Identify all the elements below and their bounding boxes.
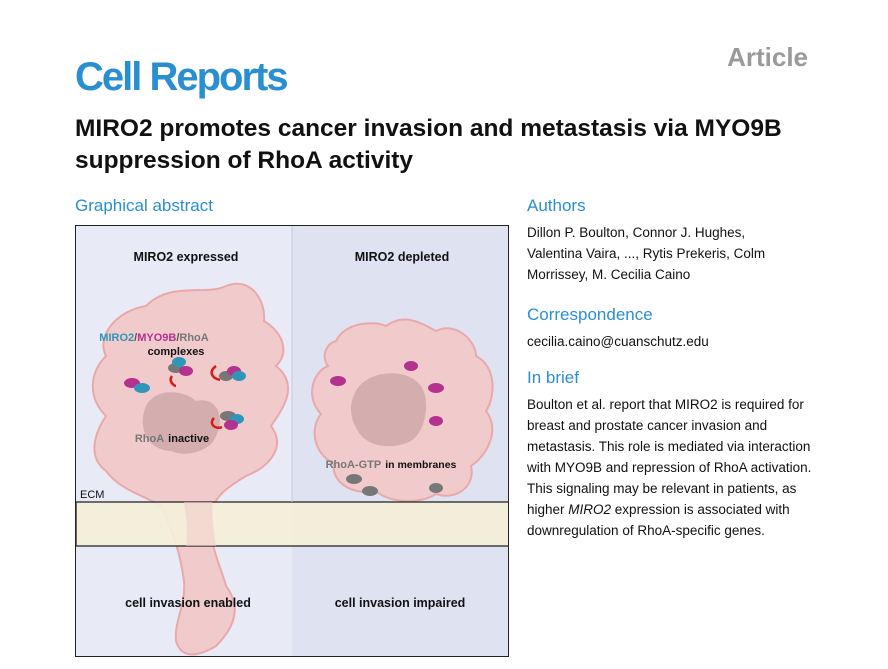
complex-label-rhoa: RhoA (179, 332, 208, 344)
myo9b-marker (429, 416, 443, 426)
graphical-abstract-heading: Graphical abstract (75, 196, 213, 215)
authors-section: Authors Dillon P. Boulton, Connor J. Hug… (527, 196, 857, 285)
complex-1 (124, 378, 150, 393)
inhibition-arrow-2 (210, 365, 221, 382)
myo9b-marker (404, 361, 418, 371)
correspondence-heading: Correspondence (527, 305, 653, 324)
complex-label-myo9b: MYO9B (137, 332, 176, 344)
complex-label-separator: / (176, 332, 179, 344)
in-brief-gene-name: MIRO2 (568, 502, 612, 517)
rhoa-gtp-prefix: RhoA-GTP (326, 459, 382, 471)
rhoa-gtp-marker (362, 486, 378, 496)
rhoa-gtp-marker (346, 474, 362, 484)
rhoa-label-state: inactive (168, 433, 209, 445)
correspondence-section: Correspondence cecilia.caino@cuanschutz.… (527, 305, 857, 352)
left-panel-caption: cell invasion enabled (125, 596, 251, 610)
inhibition-arrow-3 (210, 417, 223, 429)
miro2-marker (134, 383, 150, 393)
complex-label-separator: / (134, 332, 137, 344)
in-brief-section: In brief Boulton et al. report that MIRO… (527, 368, 857, 541)
invading-protrusion (184, 502, 216, 546)
ecm-band (76, 501, 508, 547)
complex-3 (219, 366, 246, 381)
article-title: MIRO2 promotes cancer invasion and metas… (75, 115, 782, 174)
article-type-label: Article (727, 42, 808, 72)
in-brief-text-part: expression is associated with downregula… (527, 502, 790, 538)
authors-heading: Authors (527, 196, 586, 215)
myo9b-marker (224, 420, 238, 430)
complex-label-miro2: MIRO2 (99, 332, 134, 344)
complex-label-line2: complexes (148, 346, 205, 358)
in-brief-text-part: Boulton et al. report that MIRO2 is requ… (527, 397, 812, 517)
inhibition-arrow-1 (169, 375, 177, 388)
rhoa-gtp-marker (429, 483, 443, 493)
round-cell-nucleus (351, 373, 427, 447)
myo9b-marker (428, 383, 444, 393)
right-panel-title: MIRO2 depleted (355, 250, 449, 264)
miro2-marker (172, 357, 186, 367)
graphical-abstract-figure: MIRO2 expressed MIRO2 depleted MIRO2/MYO… (75, 225, 509, 657)
invading-cell-nucleus (142, 392, 220, 454)
rhoa-gtp-suffix: in membranes (385, 459, 456, 471)
complex-label: MIRO2/MYO9B/RhoA (99, 332, 208, 344)
right-panel-caption: cell invasion impaired (335, 596, 466, 610)
graphical-abstract-illustration: MIRO2 expressed MIRO2 depleted MIRO2/MYO… (76, 226, 508, 656)
in-brief-heading: In brief (527, 368, 579, 387)
myo9b-marker (179, 366, 193, 376)
complex-2 (168, 357, 193, 376)
left-panel-title: MIRO2 expressed (134, 250, 239, 264)
ecm-label: ECM (80, 489, 104, 501)
journal-name: Cell Reports (75, 55, 289, 99)
myo9b-marker (330, 376, 346, 386)
in-brief-text: Boulton et al. report that MIRO2 is requ… (527, 394, 827, 541)
authors-list: Dillon P. Boulton, Connor J. Hughes, Val… (527, 225, 766, 282)
complex-4 (220, 411, 244, 430)
correspondence-email[interactable]: cecilia.caino@cuanschutz.edu (527, 334, 709, 349)
miro2-marker (232, 371, 246, 381)
rhoa-inactive-label: RhoA inactive (135, 433, 209, 445)
rhoa-label-prefix: RhoA (135, 433, 164, 445)
